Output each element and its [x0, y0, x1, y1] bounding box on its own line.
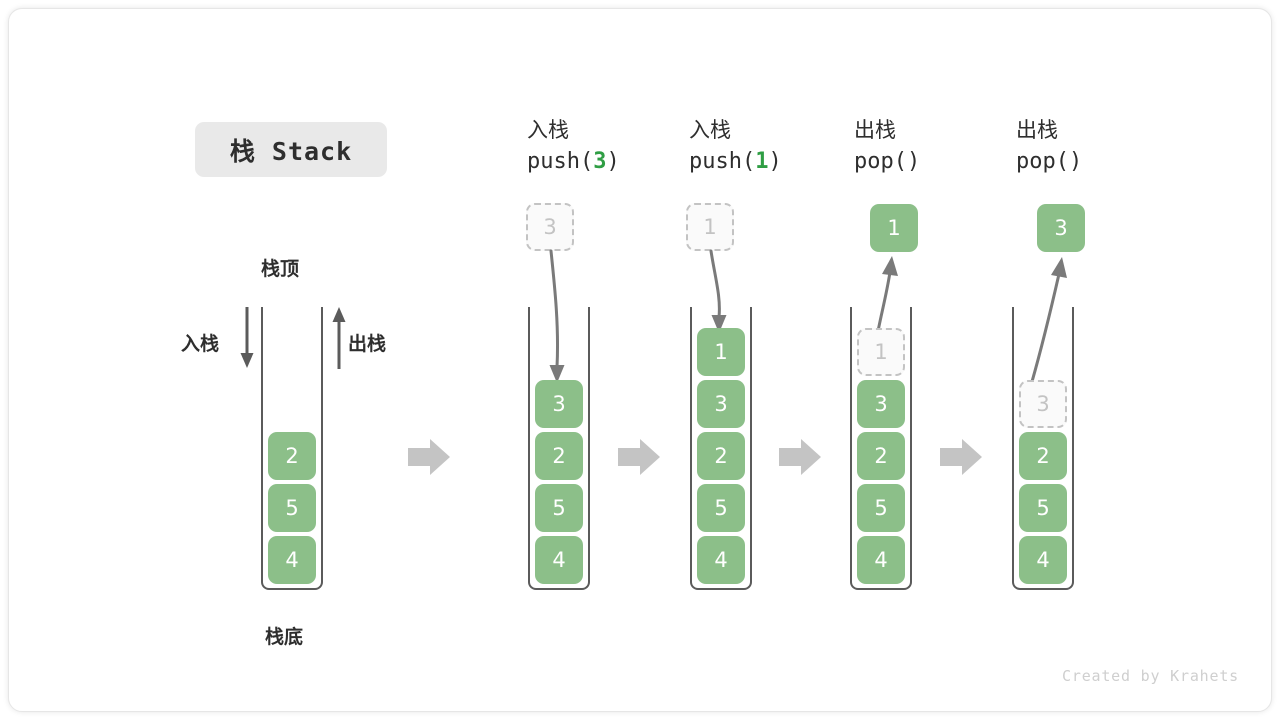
title-badge: 栈 Stack: [195, 122, 387, 177]
stack-cell: 1: [697, 328, 745, 376]
stack-cell: 4: [1019, 536, 1067, 584]
pop-side-label: 出栈: [348, 333, 387, 355]
stack-cell: 2: [535, 432, 583, 480]
popped-element: 1: [870, 204, 918, 252]
flow-arrow-2: [618, 439, 660, 475]
column-header-push-1: 入栈 push(1): [689, 116, 782, 177]
stack-bottom-label: 栈底: [265, 626, 304, 648]
push-curve-arrow-1: [709, 249, 727, 333]
pop-direction-arrow: [332, 307, 346, 369]
stack-cell: 3: [697, 380, 745, 428]
stack-cell: 4: [535, 536, 583, 584]
code-suffix: ): [1068, 148, 1083, 174]
stack-top-label: 栈顶: [261, 258, 300, 280]
watermark: Created by Krahets: [1062, 667, 1239, 685]
stack-cell: 3: [535, 380, 583, 428]
stack-cell: 5: [697, 484, 745, 532]
code-prefix: push(: [689, 148, 756, 174]
push-direction-arrow: [240, 307, 254, 368]
incoming-element: 3: [526, 203, 574, 251]
code-suffix: ): [606, 148, 620, 174]
flow-arrow-1: [408, 439, 450, 475]
incoming-element: 1: [686, 203, 734, 251]
column-header-code: pop(): [854, 146, 920, 177]
vacated-slot: 3: [1019, 380, 1067, 428]
vacated-slot: 1: [857, 328, 905, 376]
stack-cell: 4: [857, 536, 905, 584]
stack-tube-pop-1: [850, 307, 912, 590]
column-header-pop-3: 出栈 pop(): [1016, 116, 1082, 177]
stack-tube-pop-3: [1012, 307, 1074, 590]
code-prefix: push(: [527, 148, 594, 174]
stack-cell: 2: [857, 432, 905, 480]
stack-cell: 4: [697, 536, 745, 584]
column-header-code: push(3): [527, 146, 620, 177]
flow-arrow-3: [779, 439, 821, 475]
stack-cell: 5: [268, 484, 316, 532]
stack-cell: 2: [697, 432, 745, 480]
stack-cell: 2: [1019, 432, 1067, 480]
code-arg: 1: [755, 148, 769, 174]
flow-arrow-4: [940, 439, 982, 475]
code-arg: 3: [593, 148, 607, 174]
popped-element: 3: [1037, 204, 1085, 252]
push-curve-arrow-3: [549, 249, 565, 383]
stack-tube-push-1: [690, 307, 752, 590]
code-suffix: ): [906, 148, 921, 174]
column-header-cn: 出栈: [854, 118, 896, 142]
stack-cell: 4: [268, 536, 316, 584]
stack-cell: 3: [857, 380, 905, 428]
column-header-cn: 入栈: [527, 118, 569, 142]
column-header-code: push(1): [689, 146, 782, 177]
column-header-pop-1: 出栈 pop(): [854, 116, 920, 177]
stack-cell: 2: [268, 432, 316, 480]
diagram-canvas: 栈 Stack 栈顶 栈底 入栈 出栈 2 5 4 入栈 push(3) 3 3…: [8, 8, 1272, 712]
stack-cell: 5: [535, 484, 583, 532]
code-prefix: pop(: [854, 148, 907, 174]
push-side-label: 入栈: [181, 333, 220, 355]
column-header-cn: 入栈: [689, 118, 731, 142]
code-suffix: ): [768, 148, 782, 174]
stack-tube-push-3: [528, 307, 590, 590]
stack-cell: 5: [1019, 484, 1067, 532]
column-header-cn: 出栈: [1016, 118, 1058, 142]
column-header-push-3: 入栈 push(3): [527, 116, 620, 177]
stack-tube-initial: [261, 307, 323, 590]
column-header-code: pop(): [1016, 146, 1082, 177]
code-prefix: pop(: [1016, 148, 1069, 174]
stack-cell: 5: [857, 484, 905, 532]
